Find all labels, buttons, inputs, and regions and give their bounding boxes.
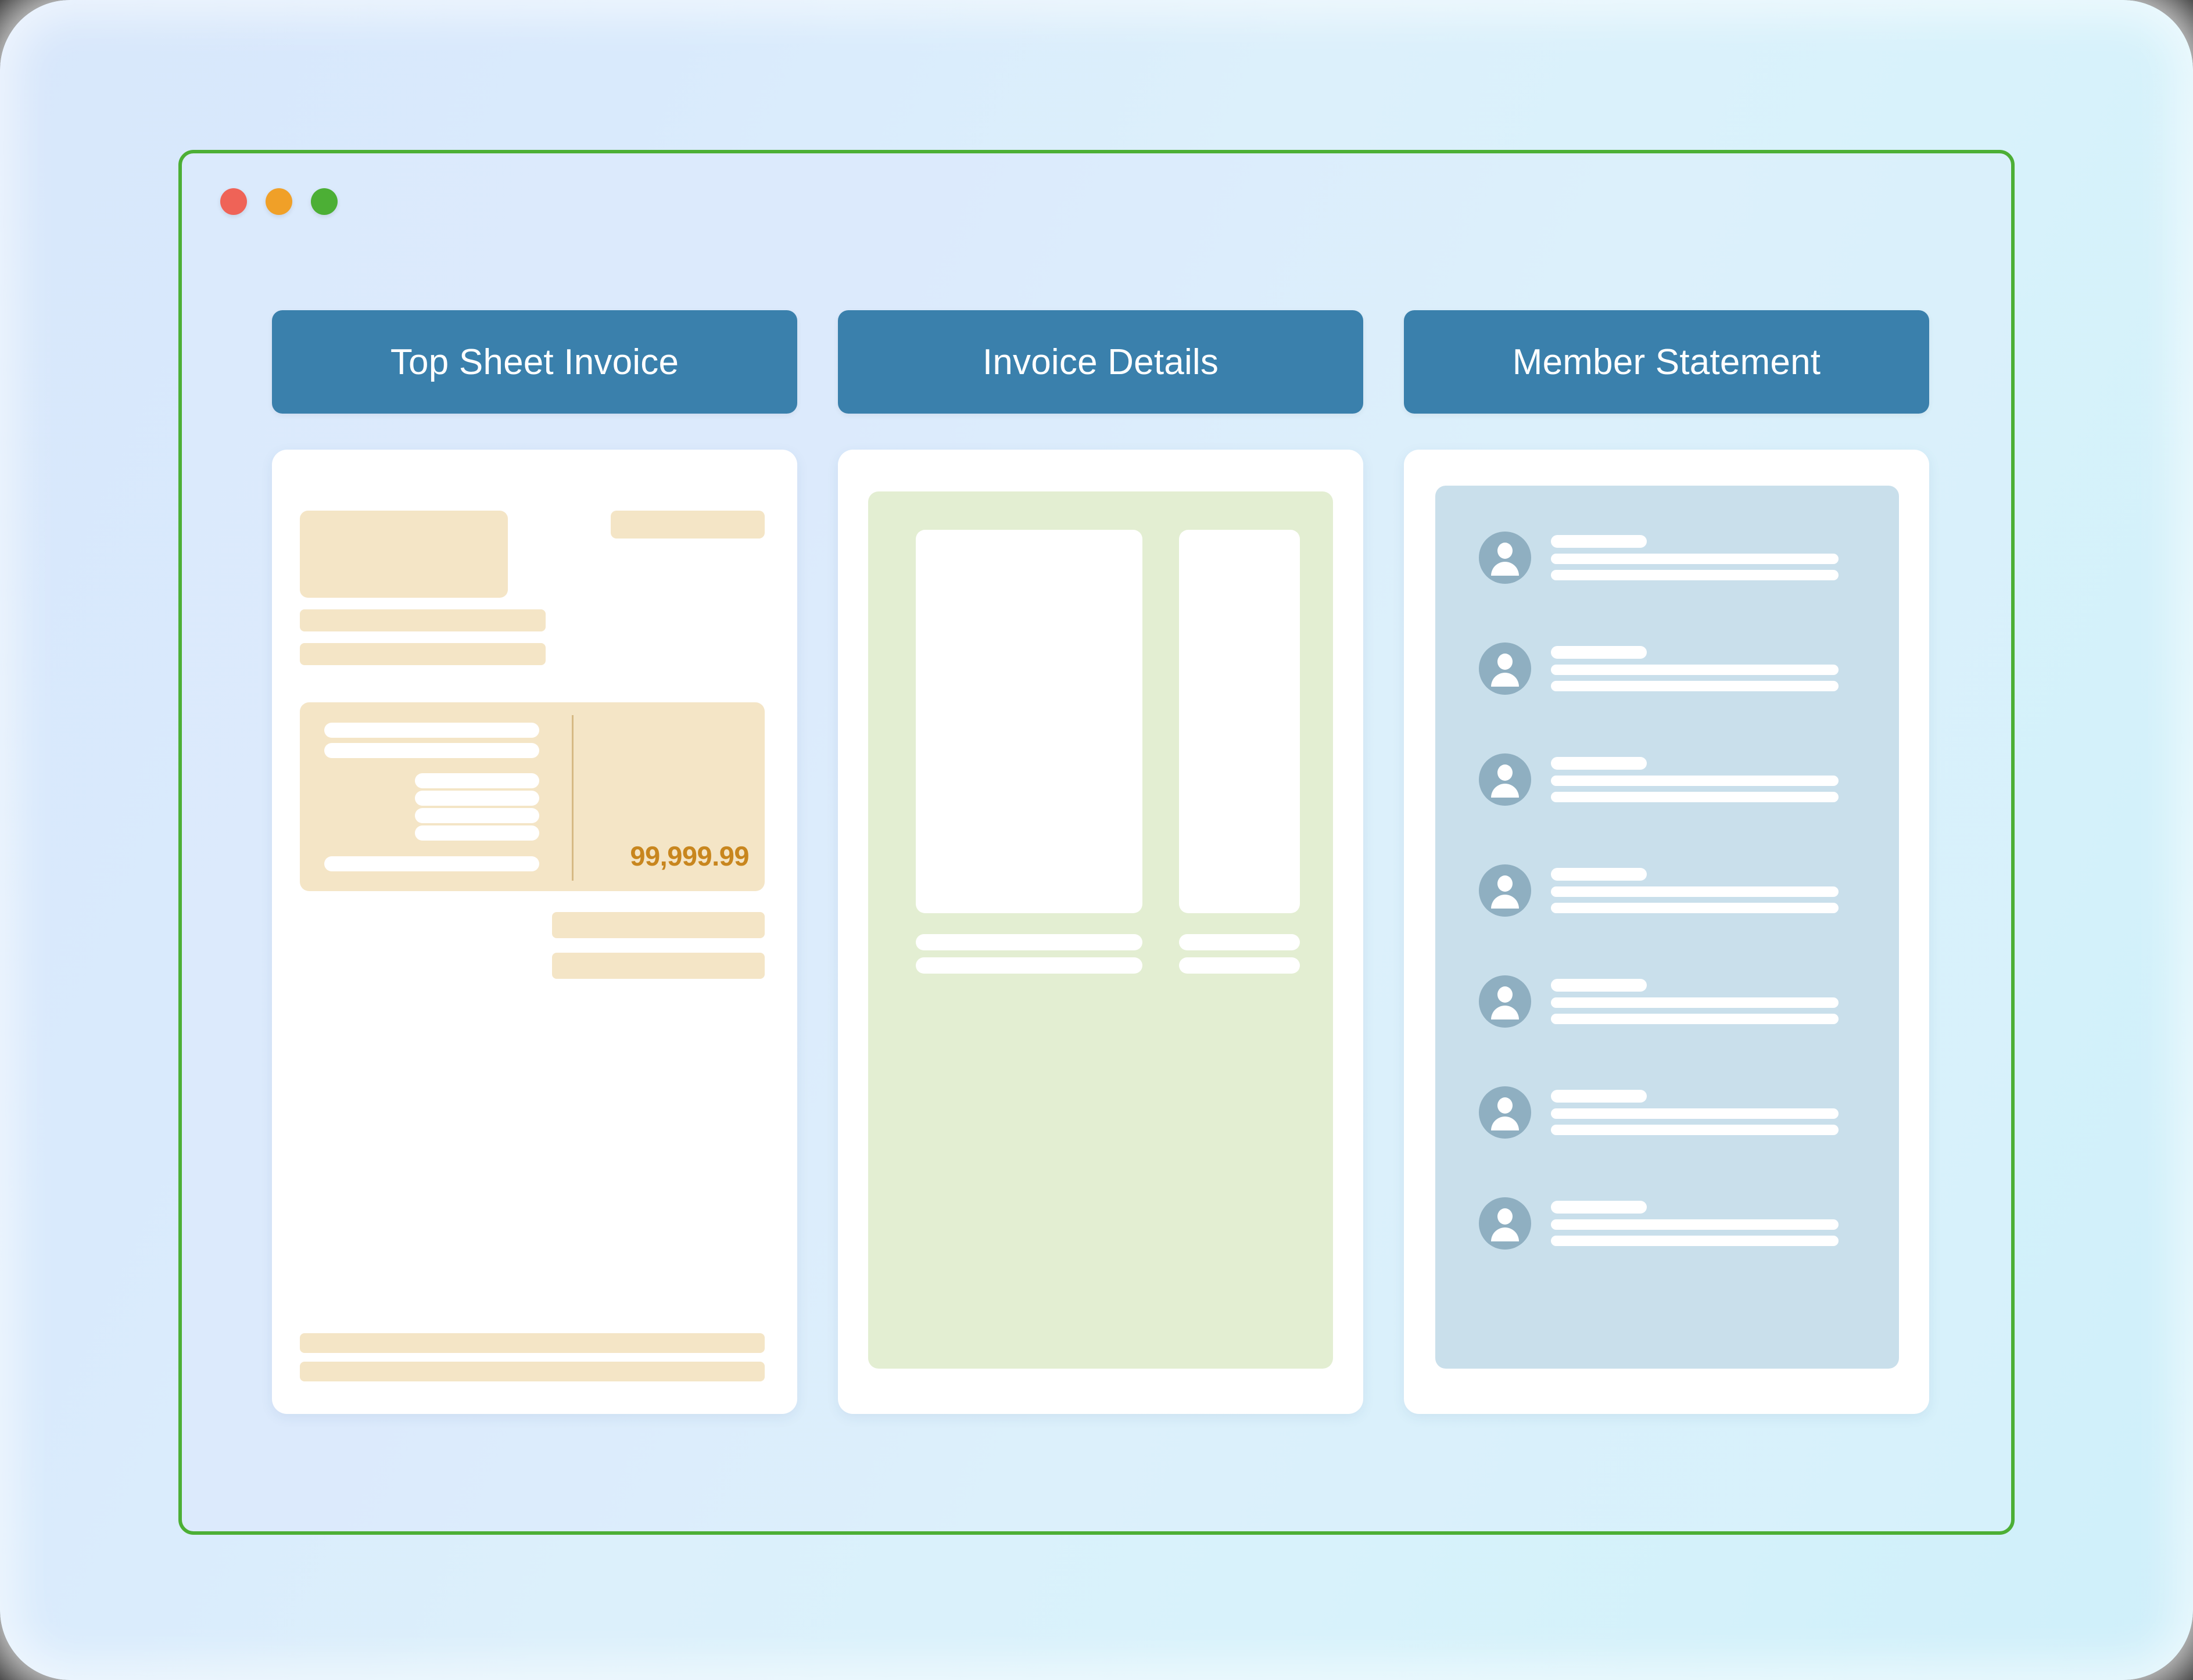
member-detail-placeholder xyxy=(1551,903,1839,913)
member-detail-placeholder xyxy=(1551,681,1839,691)
member-name-placeholder xyxy=(1551,757,1647,770)
member-text-lines xyxy=(1551,757,1839,802)
member-detail-placeholder xyxy=(1551,1236,1839,1246)
card-member-statement[interactable] xyxy=(1404,450,1929,1414)
card-top-sheet-invoice[interactable]: 99,999.99 xyxy=(272,450,797,1414)
member-detail-placeholder xyxy=(1551,1125,1839,1135)
details-summary-row-2-right xyxy=(1179,957,1300,974)
invoice-logo-placeholder xyxy=(300,511,508,598)
details-summary-row-1-left xyxy=(916,934,1142,950)
invoice-summary-line-1 xyxy=(324,723,539,738)
details-table-column-secondary xyxy=(1179,530,1300,913)
invoice-summary-line-3 xyxy=(324,856,539,871)
member-list-item[interactable] xyxy=(1435,635,1899,702)
member-text-lines xyxy=(1551,1201,1839,1246)
avatar-head xyxy=(1497,654,1513,670)
member-list xyxy=(1435,524,1899,1257)
details-summary-row-1-right xyxy=(1179,934,1300,950)
avatar-body xyxy=(1491,784,1519,798)
member-text-lines xyxy=(1551,979,1839,1024)
column-member-statement: Member Statement xyxy=(1404,310,1929,1414)
invoice-amount-divider xyxy=(572,715,574,881)
invoice-address-line-2 xyxy=(300,643,546,665)
invoice-total-row-2 xyxy=(552,953,765,979)
member-text-lines xyxy=(1551,646,1839,691)
member-list-panel xyxy=(1435,486,1899,1369)
member-text-lines xyxy=(1551,1090,1839,1135)
invoice-footer-line-1 xyxy=(300,1333,765,1353)
member-detail-placeholder xyxy=(1551,997,1839,1008)
member-name-placeholder xyxy=(1551,979,1647,992)
avatar-head xyxy=(1497,543,1513,559)
avatar-body xyxy=(1491,1117,1519,1130)
invoice-summary-panel: 99,999.99 xyxy=(300,702,765,891)
window-titlebar xyxy=(220,188,338,215)
member-name-placeholder xyxy=(1551,1090,1647,1103)
member-list-item[interactable] xyxy=(1435,1079,1899,1146)
details-summary-row-2-left xyxy=(916,957,1142,974)
member-name-placeholder xyxy=(1551,868,1647,881)
avatar-body xyxy=(1491,895,1519,909)
member-text-lines xyxy=(1551,535,1839,580)
member-detail-placeholder xyxy=(1551,1108,1839,1119)
invoice-address-line-1 xyxy=(300,609,546,631)
document-columns: Top Sheet Invoice 99,999.99 xyxy=(272,310,1929,1414)
member-detail-placeholder xyxy=(1551,886,1839,897)
invoice-summary-item-2 xyxy=(415,791,539,806)
member-list-item[interactable] xyxy=(1435,524,1899,591)
invoice-summary-item-4 xyxy=(415,825,539,841)
avatar-body xyxy=(1491,673,1519,687)
card-invoice-details[interactable] xyxy=(838,450,1363,1414)
member-name-placeholder xyxy=(1551,1201,1647,1214)
details-panel xyxy=(868,491,1333,1369)
member-detail-placeholder xyxy=(1551,1219,1839,1230)
minimize-window-icon[interactable] xyxy=(266,188,292,215)
avatar-head xyxy=(1497,1208,1513,1225)
member-list-item[interactable] xyxy=(1435,968,1899,1035)
invoice-summary-line-2 xyxy=(324,743,539,758)
invoice-total-row-1 xyxy=(552,912,765,938)
tab-member-statement[interactable]: Member Statement xyxy=(1404,310,1929,414)
member-list-item[interactable] xyxy=(1435,857,1899,924)
member-detail-placeholder xyxy=(1551,1014,1839,1024)
avatar-head xyxy=(1497,1097,1513,1114)
person-avatar-icon xyxy=(1479,753,1531,806)
tab-top-sheet-invoice[interactable]: Top Sheet Invoice xyxy=(272,310,797,414)
maximize-window-icon[interactable] xyxy=(311,188,338,215)
details-table-column-primary xyxy=(916,530,1142,913)
avatar-body xyxy=(1491,1006,1519,1020)
column-top-sheet-invoice: Top Sheet Invoice 99,999.99 xyxy=(272,310,797,1414)
person-avatar-icon xyxy=(1479,864,1531,917)
member-detail-placeholder xyxy=(1551,554,1839,564)
person-avatar-icon xyxy=(1479,1197,1531,1250)
invoice-total-amount: 99,999.99 xyxy=(630,841,749,871)
avatar-body xyxy=(1491,1227,1519,1241)
invoice-summary-item-3 xyxy=(415,808,539,823)
person-avatar-icon xyxy=(1479,975,1531,1028)
member-list-item[interactable] xyxy=(1435,1190,1899,1257)
invoice-summary-item-1 xyxy=(415,773,539,788)
member-text-lines xyxy=(1551,868,1839,913)
member-list-item[interactable] xyxy=(1435,746,1899,813)
invoice-meta-placeholder xyxy=(611,511,765,539)
column-invoice-details: Invoice Details xyxy=(838,310,1363,1414)
member-detail-placeholder xyxy=(1551,792,1839,802)
person-avatar-icon xyxy=(1479,642,1531,695)
person-avatar-icon xyxy=(1479,1086,1531,1139)
close-window-icon[interactable] xyxy=(220,188,247,215)
member-detail-placeholder xyxy=(1551,570,1839,580)
avatar-head xyxy=(1497,764,1513,781)
app-window: Top Sheet Invoice 99,999.99 xyxy=(178,150,2015,1535)
member-detail-placeholder xyxy=(1551,776,1839,786)
member-name-placeholder xyxy=(1551,646,1647,659)
invoice-footer-line-2 xyxy=(300,1362,765,1381)
avatar-head xyxy=(1497,986,1513,1003)
person-avatar-icon xyxy=(1479,532,1531,584)
avatar-head xyxy=(1497,875,1513,892)
tab-invoice-details[interactable]: Invoice Details xyxy=(838,310,1363,414)
member-name-placeholder xyxy=(1551,535,1647,548)
member-detail-placeholder xyxy=(1551,665,1839,675)
avatar-body xyxy=(1491,562,1519,576)
